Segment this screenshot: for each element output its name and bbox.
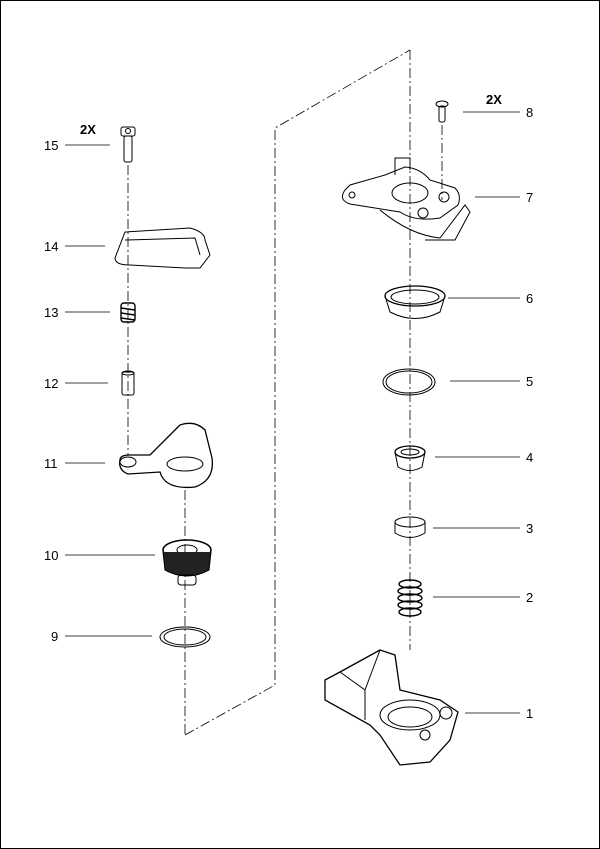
callout-5: 5	[526, 374, 534, 389]
part-13-spring	[120, 302, 136, 323]
callout-15: 15	[44, 138, 59, 153]
part-15-screw	[120, 126, 136, 163]
part-10-cartridge	[162, 539, 212, 586]
callout-11: 11	[44, 456, 58, 471]
callout-12: 12	[44, 376, 59, 391]
callout-13: 13	[44, 305, 59, 320]
quantity-note-part-15: 2X	[80, 122, 96, 137]
part-3-washer	[394, 516, 426, 538]
leader-lines	[65, 111, 520, 714]
part-6-cup	[384, 285, 446, 319]
quantity-note-part-8: 2X	[486, 92, 502, 107]
part-2-spring	[397, 579, 423, 617]
callout-10: 10	[44, 548, 59, 563]
callout-3: 3	[526, 521, 534, 536]
callout-14: 14	[44, 239, 59, 254]
center-lines	[127, 49, 443, 736]
callout-1: 1	[526, 706, 534, 721]
part-11-lever	[119, 422, 214, 489]
part-8-screw	[435, 100, 449, 123]
callout-6: 6	[526, 291, 534, 306]
callout-4: 4	[526, 450, 534, 465]
callout-9: 9	[51, 629, 59, 644]
part-9-o-ring	[159, 626, 211, 648]
part-1-housing	[324, 649, 459, 766]
part-14-clip	[114, 227, 211, 269]
part-12-pin	[121, 370, 135, 396]
callout-2: 2	[526, 590, 534, 605]
callout-8: 8	[526, 105, 534, 120]
callout-7: 7	[526, 190, 534, 205]
part-7-plate	[341, 157, 471, 241]
part-4-seal	[394, 445, 426, 471]
part-5-ring	[382, 368, 436, 396]
